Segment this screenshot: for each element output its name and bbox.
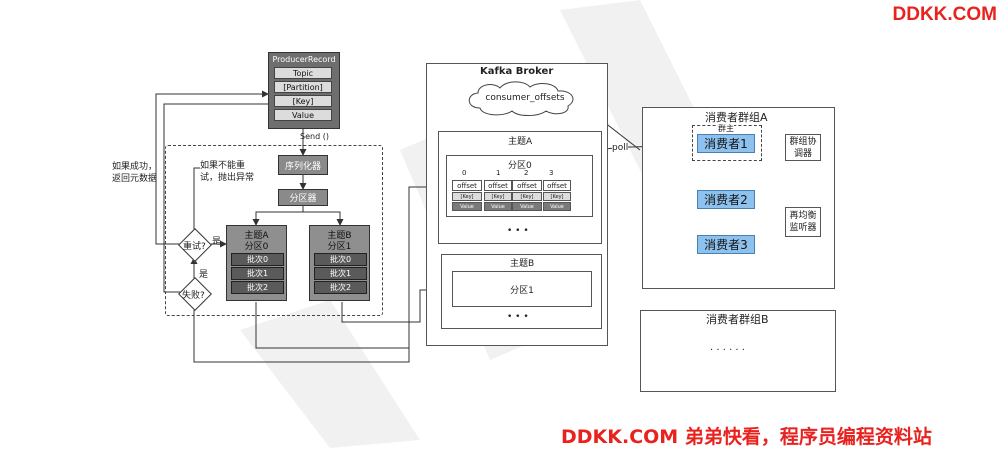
- retry-decision-label: 重试?: [183, 242, 206, 252]
- key-cell-3: [Key]: [543, 192, 571, 201]
- producer-topic-b-group: 主题B 分区1 批次0 批次1 批次2: [309, 225, 370, 301]
- broker-topic-a-more: • • •: [507, 226, 529, 236]
- index-1: 1: [496, 169, 501, 177]
- field-key: [Key]: [274, 95, 332, 107]
- consumer-offsets-cloud: [468, 81, 574, 116]
- index-2: 2: [524, 169, 529, 177]
- field-partition: [Partition]: [274, 81, 332, 93]
- key-cell-0: [Key]: [452, 192, 482, 201]
- offset-cell-2: offset: [512, 180, 542, 191]
- brand-footer[interactable]: DDKK.COM 弟弟快看，程序员编程资料站: [561, 426, 932, 448]
- broker-topic-b-more: • • •: [507, 312, 529, 322]
- producer-topic-b-title: 主题B: [327, 231, 352, 241]
- batch-b-1: 批次1: [314, 267, 367, 280]
- partitioner-box: 分区器: [278, 189, 328, 206]
- consumer-offsets-label: consumer_offsets: [485, 93, 565, 103]
- batch-a-2: 批次2: [231, 281, 284, 294]
- consumer-2: 消费者2: [697, 190, 755, 209]
- value-cell-1: Value: [484, 202, 512, 211]
- rebalance-listener-box: 再均衡监听器: [785, 207, 821, 237]
- producer-topic-a-group: 主题A 分区0 批次0 批次1 批次2: [226, 225, 287, 301]
- consumer-group-a-title: 消费者群组A: [705, 111, 768, 124]
- group-leader-label: 群主: [718, 123, 734, 134]
- producer-record-box: ProducerRecord Topic [Partition] [Key] V…: [268, 52, 340, 129]
- broker-topic-a-title: 主题A: [508, 137, 533, 147]
- offset-cell-3: offset: [543, 180, 571, 191]
- value-cell-0: Value: [452, 202, 482, 211]
- success-note: 如果成功，返回元数据: [112, 162, 158, 184]
- send-label: Send (): [300, 132, 329, 141]
- batch-a-1: 批次1: [231, 267, 284, 280]
- field-topic: Topic: [274, 67, 332, 79]
- broker-title: Kafka Broker: [480, 66, 554, 77]
- broker-topic-b-title: 主题B: [510, 259, 535, 269]
- key-cell-1: [Key]: [484, 192, 512, 201]
- index-0: 0: [462, 169, 467, 177]
- consumer-3: 消费者3: [697, 235, 755, 254]
- offset-cell-0: offset: [452, 180, 482, 191]
- index-3: 3: [549, 169, 554, 177]
- consumer-1: 消费者1: [697, 134, 755, 153]
- brand-logo-top[interactable]: DDKK.COM: [892, 4, 998, 25]
- batch-b-2: 批次2: [314, 281, 367, 294]
- fail-yes-label: 是: [199, 270, 209, 280]
- poll-label: poll: [612, 143, 629, 153]
- consumer-group-b-box: [640, 310, 836, 392]
- field-value: Value: [274, 109, 332, 121]
- producer-topic-a-title: 主题A: [244, 231, 269, 241]
- broker-partition-1-box: 分区1: [452, 271, 592, 307]
- fail-decision-label: 失败?: [182, 291, 205, 301]
- retry-yes-label: 是: [212, 237, 222, 247]
- key-cell-2: [Key]: [512, 192, 542, 201]
- no-retry-note: 如果不能重试，抛出异常: [200, 161, 255, 183]
- value-cell-2: Value: [512, 202, 542, 211]
- producer-topic-a-partition: 分区0: [244, 242, 269, 252]
- serializer-box: 序列化器: [278, 155, 328, 175]
- broker-partition-0-label: 分区0: [508, 161, 532, 171]
- producer-record-title: ProducerRecord: [272, 55, 336, 64]
- batch-b-0: 批次0: [314, 253, 367, 266]
- producer-topic-b-partition: 分区1: [327, 242, 352, 252]
- consumer-group-b-more: · · · · · ·: [710, 345, 745, 356]
- group-coordinator-box: 群组协调器: [785, 134, 821, 161]
- value-cell-3: Value: [543, 202, 571, 211]
- consumer-group-b-title: 消费者群组B: [706, 313, 769, 326]
- producer-internals-boundary: [165, 145, 383, 316]
- batch-a-0: 批次0: [231, 253, 284, 266]
- offset-cell-1: offset: [484, 180, 512, 191]
